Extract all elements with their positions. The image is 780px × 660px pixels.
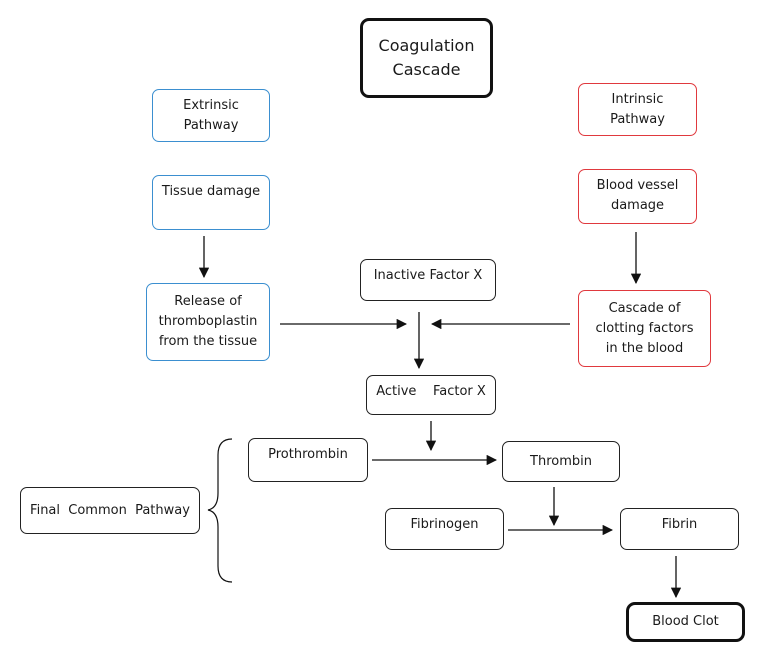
release-thromboplastin-box: Release of thromboplastin from the tissu… [146, 283, 270, 361]
inactive-factor-x-label: Inactive Factor X [373, 268, 483, 283]
blood-clot-label: Blood Clot [652, 614, 719, 629]
intrinsic-pathway-label: Intrinsic Pathway [610, 92, 665, 127]
intrinsic-pathway-box: Intrinsic Pathway [578, 83, 697, 136]
extrinsic-pathway-box: Extrinsic Pathway [152, 89, 270, 142]
fibrin-box: Fibrin [620, 508, 739, 550]
extrinsic-pathway-label: Extrinsic Pathway [183, 98, 239, 133]
final-common-pathway-label: Final Common Pathway [30, 502, 190, 518]
title-box: Coagulation Cascade [360, 18, 493, 98]
active-factor-x-box: Active Factor X [366, 375, 496, 415]
thrombin-label: Thrombin [530, 453, 592, 469]
blood-clot-box: Blood Clot [626, 602, 745, 642]
tissue-damage-label: Tissue damage [161, 184, 261, 199]
prothrombin-label: Prothrombin [268, 447, 348, 462]
vessel-damage-box: Blood vessel damage [578, 169, 697, 224]
fibrin-label: Fibrin [661, 517, 698, 532]
active-factor-x-label: Active Factor X [376, 384, 486, 399]
inactive-factor-x-box: Inactive Factor X [360, 259, 496, 301]
cascade-clotting-label: Cascade of clotting factors in the blood [595, 300, 694, 356]
title-text: Coagulation Cascade [378, 36, 475, 79]
prothrombin-box: Prothrombin [248, 438, 368, 482]
fibrinogen-box: Fibrinogen [385, 508, 504, 550]
tissue-damage-box: Tissue damage [152, 175, 270, 230]
fibrinogen-label: Fibrinogen [410, 517, 479, 532]
thrombin-box: Thrombin [502, 441, 620, 482]
vessel-damage-label: Blood vessel damage [596, 178, 679, 213]
final-common-pathway-box: Final Common Pathway [20, 487, 200, 534]
release-thromboplastin-label: Release of thromboplastin from the tissu… [158, 294, 258, 349]
cascade-clotting-box: Cascade of clotting factors in the blood [578, 290, 711, 367]
curly-brace [207, 438, 233, 583]
